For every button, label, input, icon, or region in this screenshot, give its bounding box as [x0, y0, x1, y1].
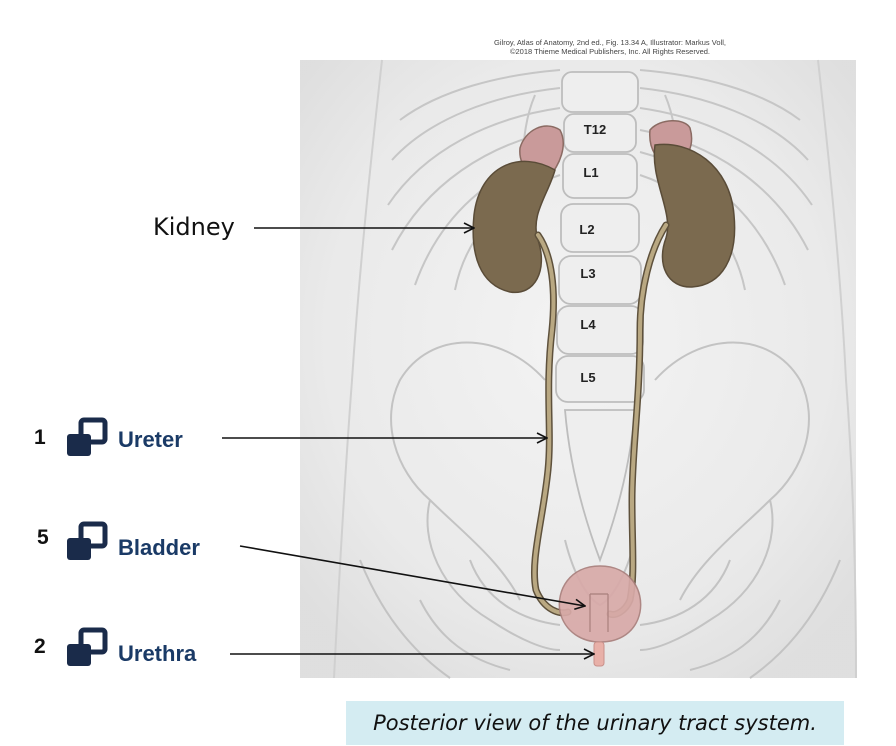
vertebra-label-t12: T12 — [583, 122, 607, 137]
bladder-number: 5 — [37, 526, 49, 549]
kidneys — [472, 143, 736, 294]
vertebra-label-l4: L4 — [580, 317, 596, 332]
bladder-term: Bladder — [118, 535, 200, 560]
kidney-label: Kidney — [153, 213, 235, 241]
urethra — [593, 641, 605, 667]
figure-caption: Posterior view of the urinary tract syst… — [346, 701, 844, 745]
ureter-number: 1 — [34, 426, 46, 449]
bladder-leader-line — [239, 545, 585, 606]
credit-line-1: Gilroy, Atlas of Anatomy, 2nd ed., Fig. … — [494, 38, 726, 47]
vertebra-label-l5: L5 — [580, 370, 596, 385]
drag-handle-icon — [67, 627, 108, 666]
urethra-term: Urethra — [118, 641, 197, 666]
vertebra-label-l1: L1 — [583, 165, 599, 180]
ureter-term: Ureter — [118, 427, 183, 452]
drag-handle-icon — [67, 521, 108, 560]
ureter-drag-handle[interactable] — [64, 417, 110, 461]
urethra-drag-handle[interactable] — [64, 627, 110, 671]
image-credit: Gilroy, Atlas of Anatomy, 2nd ed., Fig. … — [430, 38, 790, 56]
drag-handle-icon — [67, 417, 108, 456]
vertebra-label-l2: L2 — [579, 222, 595, 237]
bladder-drag-handle[interactable] — [64, 521, 110, 565]
vertebral-column — [555, 71, 645, 563]
leader-lines — [222, 228, 594, 654]
credit-line-2: ©2018 Thieme Medical Publishers, Inc. Al… — [509, 47, 711, 56]
pelvis — [359, 341, 841, 679]
vertebra-label-l3: L3 — [580, 266, 596, 281]
urethra-number: 2 — [34, 635, 46, 658]
